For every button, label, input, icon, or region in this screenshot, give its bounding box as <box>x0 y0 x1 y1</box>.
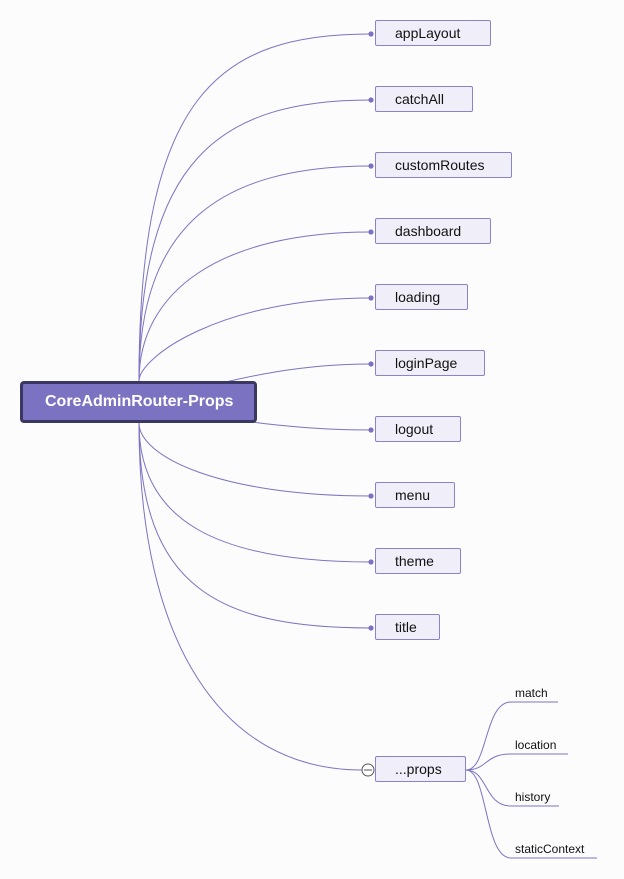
leaf-staticcontext[interactable]: staticContext <box>515 842 585 856</box>
node-menu[interactable]: menu <box>375 482 455 508</box>
link-dot-loading <box>368 295 374 301</box>
leaf-history[interactable]: history <box>515 790 551 804</box>
node-catchall[interactable]: catchAll <box>375 86 473 112</box>
node-applayout[interactable]: appLayout <box>375 20 491 46</box>
link-loading <box>138 297 372 382</box>
link-dot-customroutes <box>368 163 374 169</box>
link-dot-loginpage <box>368 361 374 367</box>
node-loginpage[interactable]: loginPage <box>375 350 485 376</box>
link-theme <box>138 422 372 563</box>
link-applayout <box>138 33 372 382</box>
link-sub-history <box>465 769 559 807</box>
link-dot-theme <box>368 559 374 565</box>
link-dot-title <box>368 625 374 631</box>
link-customroutes <box>138 165 372 382</box>
node-props[interactable]: ...props <box>375 756 466 782</box>
link-sub-staticcontext <box>465 769 597 859</box>
link-title <box>138 422 372 629</box>
link-dot-catchall <box>368 97 374 103</box>
link-sub-match <box>465 701 558 771</box>
node-loading[interactable]: loading <box>375 284 468 310</box>
node-dashboard[interactable]: dashboard <box>375 218 491 244</box>
link-dot-logout <box>368 427 374 433</box>
node-theme[interactable]: theme <box>375 548 461 574</box>
link-sub-location <box>465 753 568 771</box>
root-node[interactable]: CoreAdminRouter-Props <box>20 381 257 423</box>
link-dot-applayout <box>368 31 374 37</box>
node-logout[interactable]: logout <box>375 416 461 442</box>
leaf-location[interactable]: location <box>515 738 557 752</box>
link-catchall <box>138 99 372 382</box>
link-dashboard <box>138 231 372 382</box>
link-dot-menu <box>368 493 374 499</box>
link-menu <box>138 422 372 497</box>
link-props <box>138 422 363 771</box>
link-dot-dashboard <box>368 229 374 235</box>
node-title[interactable]: title <box>375 614 440 640</box>
node-customroutes[interactable]: customRoutes <box>375 152 512 178</box>
leaf-match[interactable]: match <box>515 686 548 700</box>
